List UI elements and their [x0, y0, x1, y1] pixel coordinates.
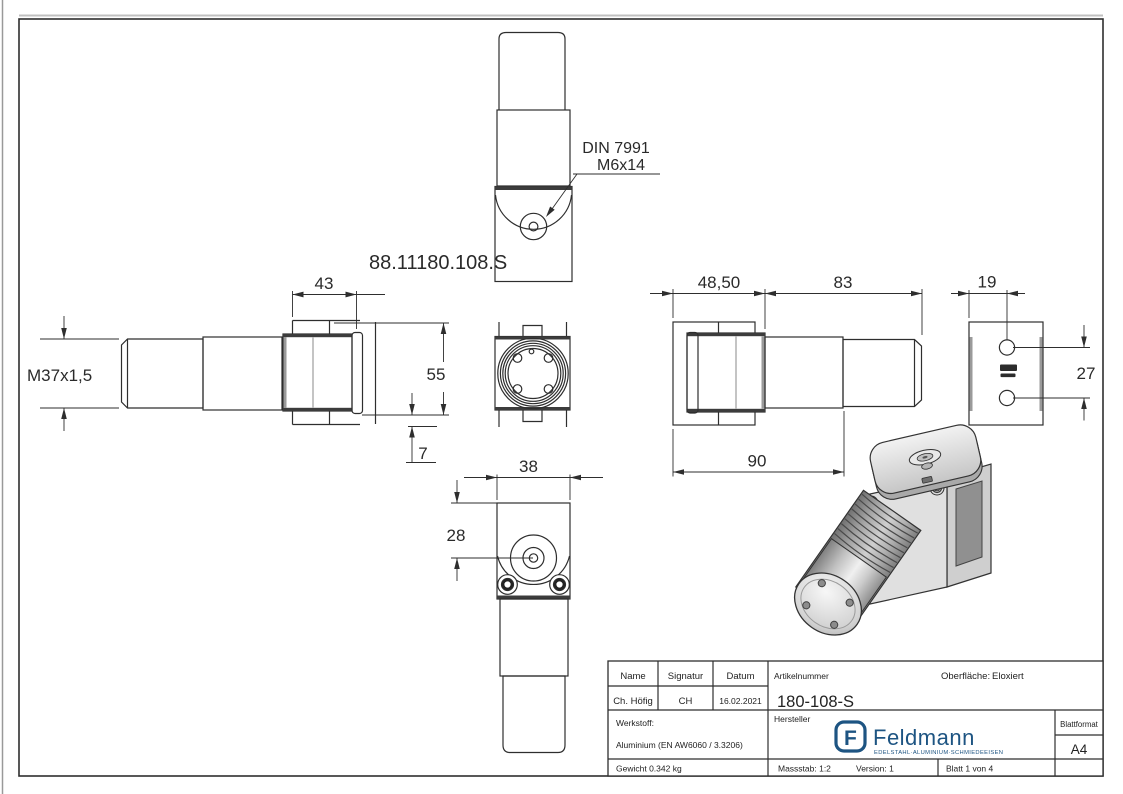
blattformat-value: A4 — [1071, 742, 1088, 757]
oberflaeche-value: Eloxiert — [992, 671, 1024, 682]
dim-83-text: 83 — [834, 273, 853, 292]
thread-label: M37x1,5 — [27, 366, 92, 385]
name-value: Ch. Höfig — [613, 696, 653, 707]
version-value: Version: 1 — [856, 764, 894, 774]
socket-screw-left — [497, 574, 518, 595]
signatur-header: Signatur — [668, 671, 703, 682]
dim-28-text: 28 — [447, 526, 466, 545]
dim-38-text: 38 — [519, 457, 538, 476]
dim-28: 28 — [447, 480, 533, 581]
artikelnummer-label: Artikelnummer — [774, 671, 829, 681]
iso-end-face — [793, 572, 863, 636]
artikelnummer-value: 180-108-S — [777, 693, 854, 711]
din-callout: DIN 7991 M6x14 — [546, 140, 660, 217]
blattformat-label: Blattformat — [1060, 720, 1099, 729]
dim-m37: M37x1,5 — [27, 316, 119, 431]
engraved-logo-mark — [1000, 364, 1017, 378]
din-size-label: M6x14 — [597, 157, 645, 174]
gewicht-value: Gewicht 0.342 kg — [616, 764, 682, 774]
feldmann-logo: F Feldmann EDELSTAHL·ALUMINIUM·SCHMIEDEE… — [834, 720, 1003, 756]
dim-7-text: 7 — [418, 444, 427, 463]
dim-55: 55 — [334, 322, 449, 416]
iso-bracket-side — [946, 463, 992, 588]
dim-4850-83: 48,50 83 — [650, 273, 923, 335]
feldmann-logo-letter: F — [844, 727, 857, 750]
dim-4850-text: 48,50 — [698, 273, 741, 292]
top-view: DIN 7991 M6x14 88.11180.108.S — [369, 31, 660, 283]
dim-43-text: 43 — [315, 274, 334, 293]
din-spec-label: DIN 7991 — [582, 140, 650, 157]
werkstoff-label: Werkstoff: — [616, 718, 654, 728]
dim-27: 27 — [1013, 325, 1095, 421]
iso-top-plate — [869, 424, 983, 500]
signatur-value: CH — [679, 696, 693, 707]
title-block: Name Signatur Datum Ch. Höfig CH 16.02.2… — [607, 660, 1104, 777]
werkstoff-value: Aluminium (EN AW6060 / 3.3206) — [616, 740, 743, 750]
hersteller-label: Hersteller — [774, 714, 811, 724]
feldmann-logo-icon — [834, 720, 867, 753]
part-code-label: 88.11180.108.S — [369, 252, 507, 274]
blatt-value: Blatt 1 von 4 — [946, 764, 994, 774]
back-view — [968, 321, 1044, 426]
front-view — [494, 322, 571, 427]
dim-7: 7 — [406, 393, 437, 463]
bottom-view — [496, 502, 571, 754]
datum-header: Datum — [727, 671, 755, 682]
datum-value: 16.02.2021 — [719, 696, 762, 706]
socket-screw-right — [549, 574, 570, 595]
dim-19: 19 — [951, 273, 1025, 340]
side-view-right — [672, 321, 923, 426]
iso-view — [793, 424, 992, 636]
dim-90: 90 — [672, 411, 845, 477]
side-view-left — [120, 319, 377, 426]
dim-19-text: 19 — [978, 273, 997, 292]
dim-90-text: 90 — [748, 452, 767, 471]
dim-38: 38 — [464, 457, 603, 500]
oberflaeche-label: Oberfläche: — [941, 671, 990, 682]
feldmann-logo-name: Feldmann — [873, 725, 975, 750]
dim-55-text: 55 — [427, 365, 446, 384]
massstab-value: Massstab: 1:2 — [778, 764, 831, 774]
feldmann-logo-tagline: EDELSTAHL·ALUMINIUM·SCHMIEDEEISEN — [874, 750, 1003, 756]
name-header: Name — [620, 671, 645, 682]
dim-27-text: 27 — [1077, 364, 1096, 383]
